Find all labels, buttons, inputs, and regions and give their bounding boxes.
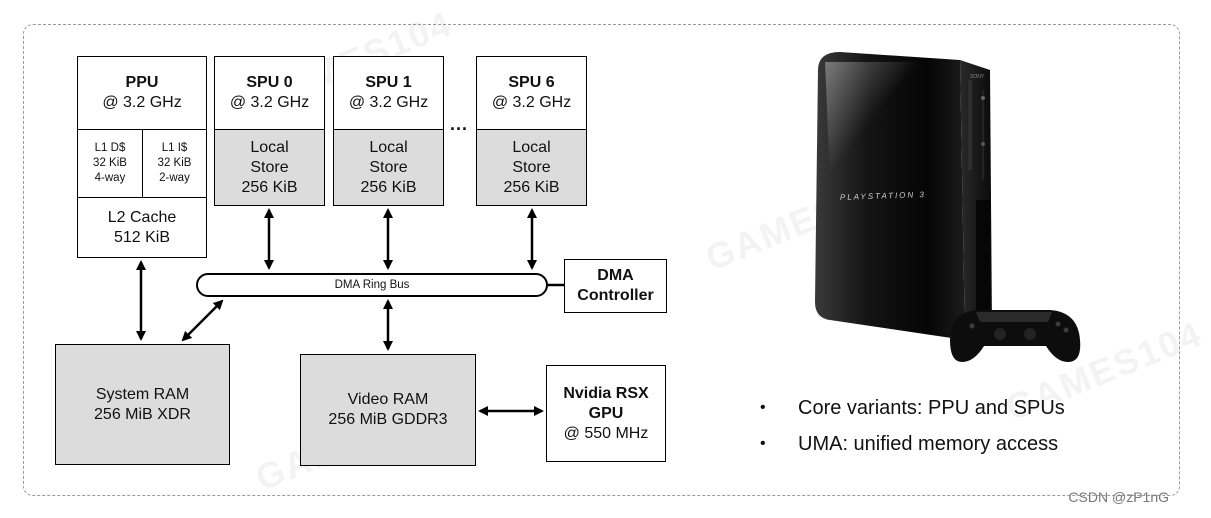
ps3-console-image: SONY PLAYSTATION 3 [815, 52, 1081, 362]
spu-6-local-store: Local Store 256 KiB [476, 129, 587, 206]
dma-line2: Controller [577, 287, 654, 304]
l1d-assoc: 4-way [94, 171, 126, 184]
dma-controller-box: DMA Controller [564, 259, 667, 313]
l2-size: 512 KiB [113, 228, 171, 246]
store-line: Store [512, 158, 551, 176]
diagram-frame [23, 24, 1180, 496]
spu-0-local-store: Local Store 256 KiB [214, 129, 325, 206]
bullet-list: • Core variants: PPU and SPUs • UMA: uni… [760, 395, 1065, 467]
system-ram-label: System RAM [95, 385, 190, 403]
video-ram-box: Video RAM 256 MiB GDDR3 [300, 354, 476, 466]
store-size: 256 KiB [241, 178, 298, 196]
spu-0-box: SPU 0 @ 3.2 GHz [214, 56, 325, 130]
store-line: Local [369, 138, 408, 156]
bullet-item: • UMA: unified memory access [760, 431, 1065, 457]
credit-watermark: CSDN @zP1nG [1068, 489, 1169, 505]
gpu-box: Nvidia RSX GPU @ 550 MHz [546, 365, 666, 462]
video-ram-size: 256 MiB GDDR3 [328, 411, 448, 428]
more-spus-ellipsis: ... [450, 114, 469, 134]
gpu-clock: @ 550 MHz [563, 424, 649, 442]
ppu-clock: @ 3.2 GHz [102, 94, 182, 111]
l1d-size: 32 KiB [93, 157, 127, 170]
store-size: 256 KiB [503, 178, 560, 196]
bullet-text: UMA: unified memory access [798, 432, 1059, 455]
arrow-bus-sysram [181, 299, 224, 342]
spu-clock: @ 3.2 GHz [348, 94, 429, 111]
store-line: Store [369, 158, 408, 176]
sony-badge: SONY [970, 74, 985, 80]
ppu-l2-cache: L2 Cache 512 KiB [77, 197, 207, 258]
l1i-label: L1 I$ [161, 142, 188, 155]
playstation-logo-text: PLAYSTATION 3 [840, 190, 926, 202]
l1i-size: 32 KiB [157, 157, 192, 170]
spu-title: SPU 0 [246, 74, 293, 91]
spu-clock: @ 3.2 GHz [229, 94, 310, 111]
l2-label: L2 Cache [107, 208, 177, 226]
controller-icon [950, 310, 1081, 362]
l1i-assoc: 2-way [159, 171, 190, 184]
dma-line1: DMA [597, 267, 634, 284]
bullet-item: • Core variants: PPU and SPUs [760, 395, 1065, 421]
spu-6-box: SPU 6 @ 3.2 GHz [476, 56, 587, 130]
ppu-l1i-cache: L1 I$ 32 KiB 2-way [142, 129, 207, 198]
dma-ring-bus: DMA Ring Bus [196, 273, 548, 297]
spu-title: SPU 1 [365, 74, 412, 91]
spu-1-local-store: Local Store 256 KiB [333, 129, 444, 206]
gpu-line1: Nvidia RSX [563, 384, 649, 402]
gpu-line2: GPU [588, 404, 624, 422]
bullet-mark: • [760, 435, 766, 452]
system-ram-size: 256 MiB XDR [94, 405, 191, 423]
store-line: Store [250, 158, 289, 176]
bus-label: DMA Ring Bus [334, 279, 410, 291]
l1d-label: L1 D$ [94, 142, 126, 155]
store-line: Local [512, 138, 551, 156]
spu-clock: @ 3.2 GHz [491, 94, 572, 111]
store-size: 256 KiB [360, 178, 417, 196]
ppu-title: PPU [125, 74, 159, 91]
bullet-mark: • [760, 399, 766, 416]
bullet-text: Core variants: PPU and SPUs [798, 396, 1065, 419]
video-ram-label: Video RAM [347, 391, 429, 408]
store-line: Local [250, 138, 289, 156]
system-ram-box: System RAM 256 MiB XDR [55, 344, 230, 465]
spu-title: SPU 6 [508, 74, 555, 91]
